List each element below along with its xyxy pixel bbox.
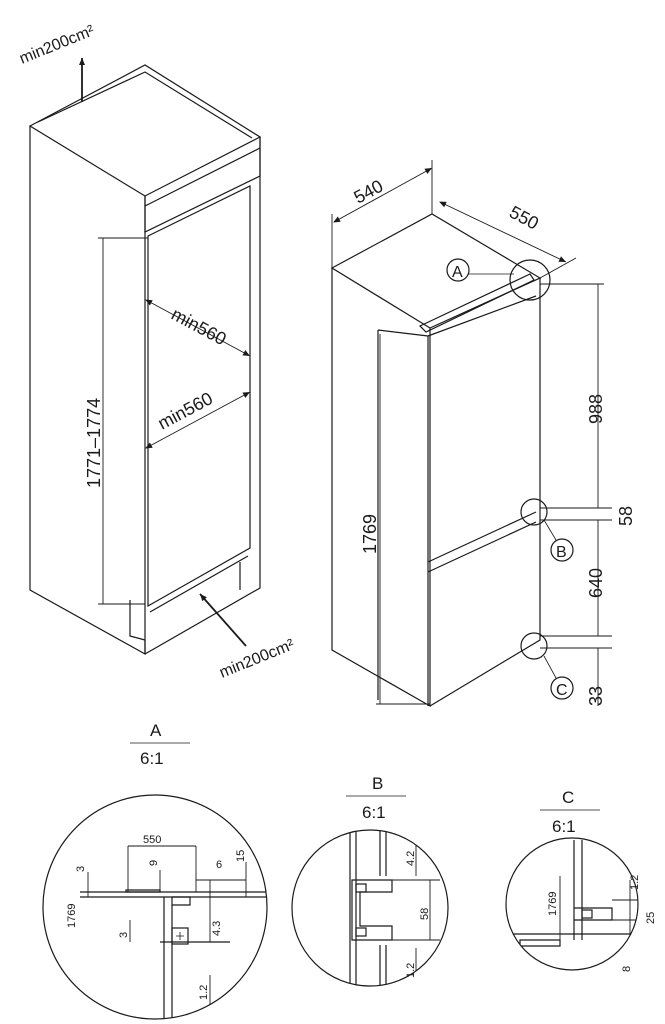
detail-a-dim-15: 15	[235, 850, 247, 862]
detail-b-dim-12: 1.2	[405, 963, 417, 978]
detail-b	[291, 795, 449, 987]
lower-door-label: 640	[586, 568, 606, 598]
detail-c-dim-25: 25	[645, 912, 657, 924]
callout-a-letter: A	[452, 264, 463, 281]
detail-c	[505, 809, 639, 971]
detail-a	[42, 742, 268, 1020]
detail-b-dim-58: 58	[419, 908, 431, 920]
detail-a-dim-9: 9	[148, 860, 160, 866]
detail-c-title: C	[562, 788, 574, 807]
upper-door-label: 988	[586, 394, 606, 424]
detail-b-title: B	[372, 774, 383, 793]
cabinet-niche	[28, 58, 262, 656]
cabinet-height-label: 1771–1774	[84, 398, 104, 488]
detail-a-dim-43: 4.3	[211, 921, 223, 936]
appliance-width-label: 540	[350, 176, 386, 208]
detail-a-dim-12: 1.2	[198, 985, 210, 1000]
detail-c-dim-1769: 1769	[547, 892, 559, 916]
gap-label: 58	[616, 506, 636, 526]
detail-b-dim-42: 4.2	[405, 851, 417, 866]
detail-a-dim-3b: 3	[118, 932, 130, 938]
detail-b-scale: 6:1	[362, 803, 386, 822]
callout-b-letter: B	[556, 544, 567, 561]
detail-c-scale: 6:1	[552, 817, 576, 836]
appliance-depth-label: 550	[506, 202, 542, 234]
detail-a-title: A	[150, 721, 162, 740]
ventilation-top-label: min200cm²	[17, 22, 97, 68]
cabinet-depth-upper-label: min560	[168, 304, 230, 349]
callout-c-letter: C	[556, 682, 568, 699]
detail-c-dim-12: 1.2	[629, 875, 641, 890]
appliance-height-label: 1769	[360, 514, 380, 554]
bottom-label: 33	[586, 686, 606, 706]
detail-c-dim-8: 8	[621, 966, 633, 972]
detail-a-dim-6: 6	[216, 859, 222, 871]
detail-a-dim-3a: 3	[75, 866, 87, 872]
detail-a-dim-550: 550	[143, 834, 161, 846]
detail-a-scale: 6:1	[140, 749, 164, 768]
appliance	[330, 160, 612, 708]
detail-a-dim-1769: 1769	[66, 904, 78, 928]
ventilation-bottom-label: min200cm²	[217, 636, 297, 682]
